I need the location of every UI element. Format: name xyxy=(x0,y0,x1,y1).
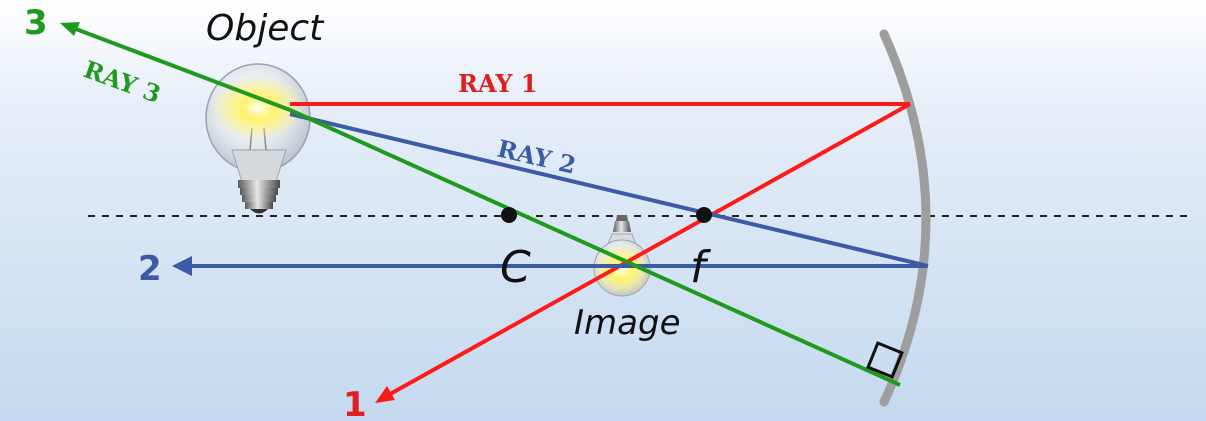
ray-2-number: 2 xyxy=(138,249,162,289)
focal-point xyxy=(696,207,712,223)
ray-1 xyxy=(290,102,911,403)
ray-2 xyxy=(172,112,929,276)
ray-3-number: 3 xyxy=(24,3,48,43)
image-label: Image xyxy=(574,303,680,343)
center-label: C xyxy=(500,242,531,293)
ray-1-number: 1 xyxy=(343,385,367,421)
object-label: Object xyxy=(206,8,325,49)
ray-1-arrow-head-icon xyxy=(375,386,395,403)
ray-2-arrow-head-icon xyxy=(172,256,192,276)
right-angle-marker-icon xyxy=(866,341,904,379)
center-point xyxy=(501,207,517,223)
light-bulb-object-icon xyxy=(205,63,311,214)
ray-1-label: RAY 1 xyxy=(458,69,538,98)
ray-3 xyxy=(60,22,901,387)
concave-mirror xyxy=(879,29,931,407)
ray-3-arrow-head-icon xyxy=(60,22,80,36)
